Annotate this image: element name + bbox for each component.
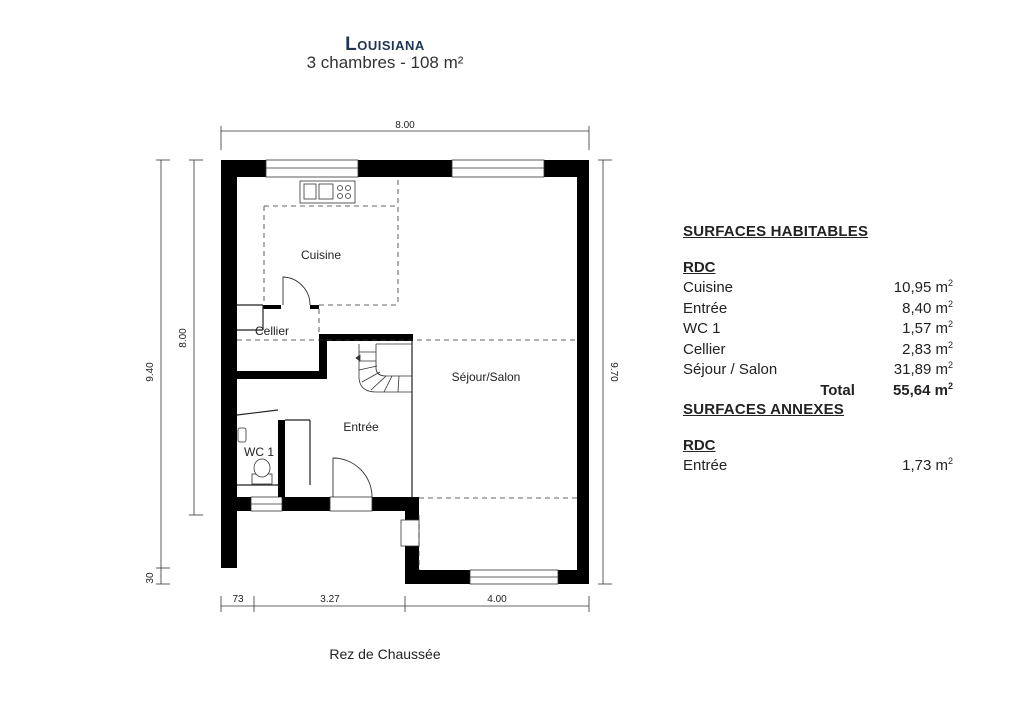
habitables-total: Total 55,64 m2 bbox=[683, 381, 953, 402]
dim-top-width: 8.00 bbox=[395, 120, 415, 131]
dashed-lines bbox=[237, 180, 577, 570]
kitchen-counter bbox=[299, 180, 356, 204]
dim-left-small: 30 bbox=[145, 572, 156, 584]
windows bbox=[250, 159, 559, 585]
total-value: 55,64 m2 bbox=[892, 380, 953, 399]
surface-label: Entrée bbox=[683, 457, 728, 474]
surface-row: Cuisine 10,95 m2 bbox=[683, 278, 953, 299]
partitions bbox=[236, 304, 413, 498]
annexes-level: RDC bbox=[683, 437, 716, 454]
dim-left-inner: 8.00 bbox=[178, 328, 189, 348]
habitables-heading: SURFACES HABITABLES bbox=[683, 223, 869, 240]
annexes-heading: SURFACES ANNEXES bbox=[683, 401, 845, 418]
surface-label: Entrée bbox=[683, 299, 728, 317]
dim-bottom-c: 4.00 bbox=[487, 594, 507, 605]
habitables-list: Cuisine 10,95 m2 Entrée 8,40 m2 WC 1 1,57 m2 C… bbox=[683, 278, 953, 381]
surface-label: Séjour / Salon bbox=[683, 361, 778, 378]
surface-value: 31,89 m2 bbox=[893, 360, 953, 379]
surface-label: Cellier bbox=[683, 340, 726, 358]
surface-label: WC 1 bbox=[683, 320, 721, 337]
plan-title: Louisiana 3 chambres - 108 m² bbox=[300, 34, 470, 73]
total-label: Total bbox=[820, 381, 855, 399]
surface-row: Cellier 2,83 m2 bbox=[683, 340, 953, 361]
surface-row: Entrée 8,40 m2 bbox=[683, 299, 953, 320]
annexes-list: Entrée 1,73 m2 bbox=[683, 456, 953, 477]
surface-value: 10,95 m2 bbox=[893, 278, 953, 297]
dim-left-outer: 9.40 bbox=[145, 362, 156, 382]
staircase-icon bbox=[355, 343, 412, 393]
level-caption: Rez de Chaussée bbox=[329, 646, 441, 662]
surface-value: 8,40 m2 bbox=[902, 298, 953, 317]
surface-row: Séjour / Salon 31,89 m2 bbox=[683, 360, 953, 381]
surface-value: 1,57 m2 bbox=[902, 319, 953, 338]
habitables-level: RDC bbox=[683, 259, 716, 276]
dim-right-height: 9.70 bbox=[608, 362, 619, 382]
surface-row: Entrée 1,73 m2 bbox=[683, 456, 953, 477]
surface-label: Cuisine bbox=[683, 279, 734, 296]
house-subtitle: 3 chambres - 108 m² bbox=[306, 53, 464, 72]
room-cellier: Cellier bbox=[255, 324, 289, 338]
dimension-lines bbox=[156, 126, 612, 612]
surface-value: 2,83 m2 bbox=[902, 339, 953, 358]
house-name: Louisiana bbox=[345, 34, 425, 55]
room-entree: Entrée bbox=[343, 420, 379, 434]
room-wc: WC 1 bbox=[244, 445, 274, 459]
room-sejour: Séjour/Salon bbox=[452, 370, 521, 384]
dim-bottom-a: 73 bbox=[232, 594, 244, 605]
surface-value: 1,73 m2 bbox=[902, 456, 953, 475]
door-swings bbox=[282, 276, 373, 498]
interior-walls bbox=[237, 305, 413, 497]
surfaces-panel: SURFACES HABITABLES RDC Cuisine 10,95 m2 E… bbox=[683, 223, 953, 477]
room-cuisine: Cuisine bbox=[301, 248, 341, 262]
surface-row: WC 1 1,57 m2 bbox=[683, 319, 953, 340]
toilet-icon bbox=[237, 427, 273, 485]
dim-bottom-b: 3.27 bbox=[320, 594, 340, 605]
